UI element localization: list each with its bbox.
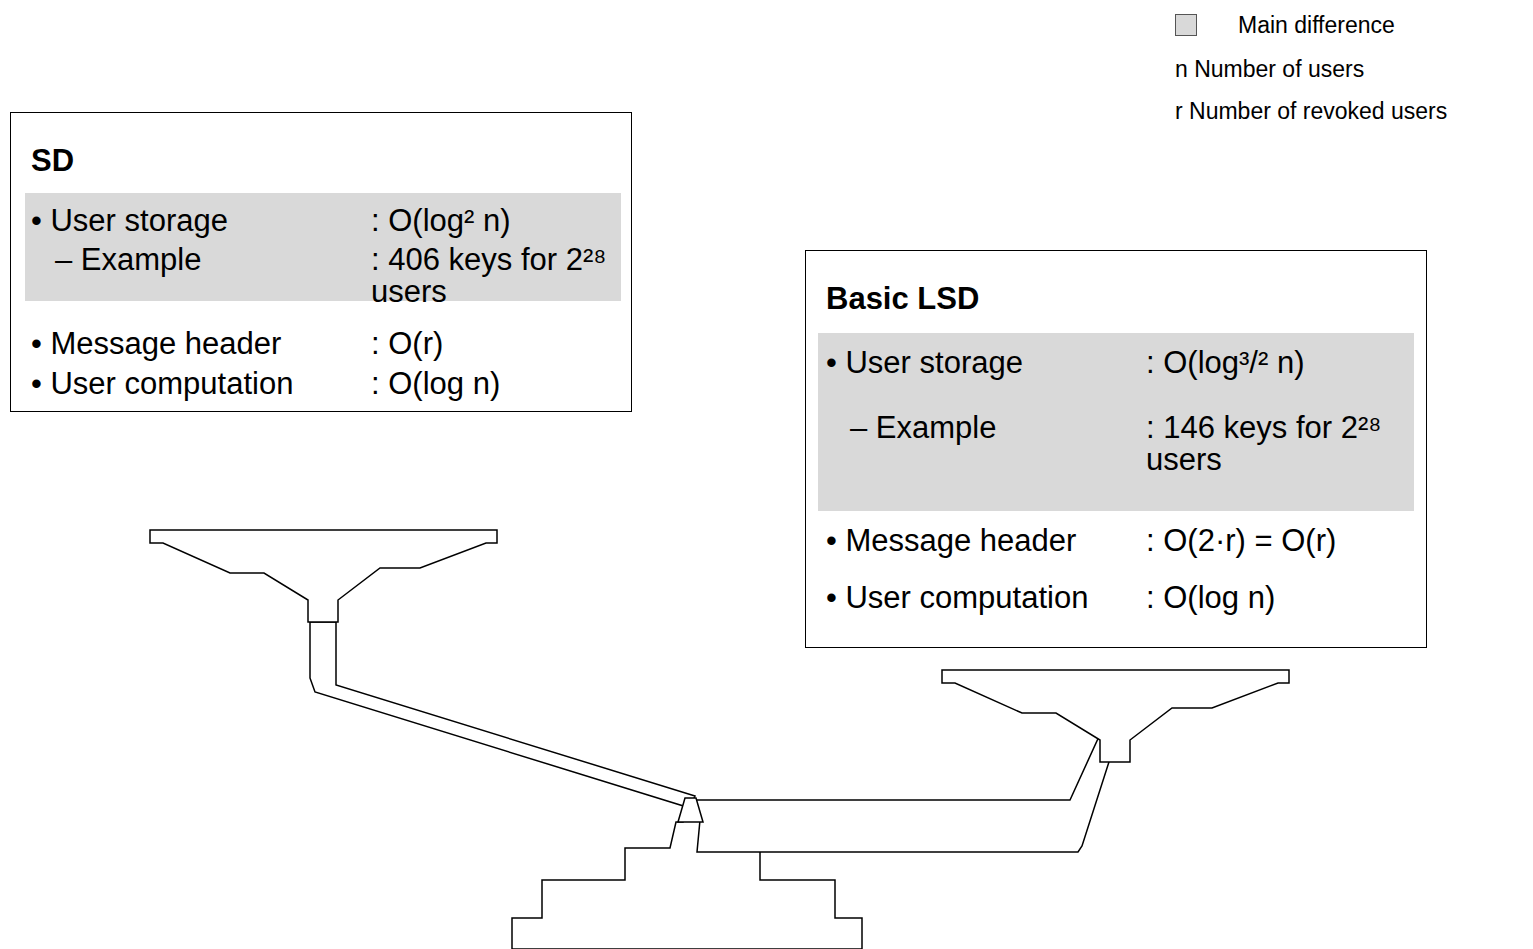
box-text: • Message header [31,328,281,360]
pivot [678,798,703,822]
legend-note: r Number of revoked users [1175,98,1447,124]
right-arm [695,708,1125,852]
box-title: SD [31,145,74,177]
right-pan [942,670,1289,762]
box-text: • User storage [31,205,228,237]
comparison-box: Basic LSD • User storage : O(log³/² n) – Ex… [805,250,1427,648]
legend-swatch [1175,14,1197,36]
legend-note: n Number of users [1175,56,1364,82]
box-text: : 406 keys for 2²⁸ users [371,244,611,308]
box-text: • Message header [826,525,1076,557]
box-text: – Example [850,412,996,444]
box-text: • User computation [31,368,293,400]
box-text: • User computation [826,582,1088,614]
box-text: : 146 keys for 2²⁸ users [1146,412,1386,476]
box-text: – Example [55,244,201,276]
box-text: : O(log n) [371,368,500,400]
box-text: : O(log³/² n) [1146,347,1304,379]
box-title: Basic LSD [826,283,979,315]
left-pan [150,530,497,622]
box-text: : O(r) [371,328,443,360]
box-text: : O(2·r) = O(r) [1146,525,1336,557]
box-text: : O(log² n) [371,205,511,237]
comparison-box: SD • User storage : O(log² n) – Example : 40… [10,112,632,412]
left-arm [310,622,695,808]
box-text: • User storage [826,347,1023,379]
box-text: : O(log n) [1146,582,1275,614]
legend-text: Main difference [1238,12,1395,38]
